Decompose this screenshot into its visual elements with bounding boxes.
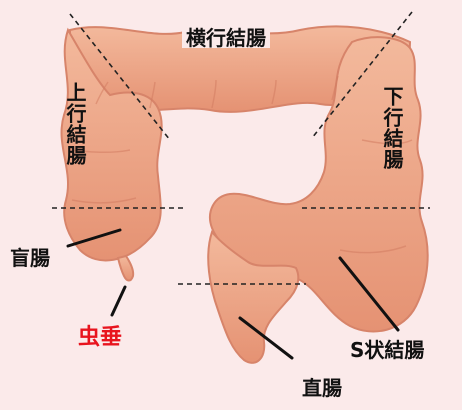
label-ascending-colon: 上行結腸 xyxy=(65,82,85,166)
label-sigmoid-colon: S状結腸 xyxy=(350,340,424,360)
label-cecum: 盲腸 xyxy=(10,248,50,268)
label-descending-colon: 下行結腸 xyxy=(382,86,402,170)
large-intestine xyxy=(62,26,428,362)
appendix-shape xyxy=(118,256,133,281)
label-appendix: 虫垂 xyxy=(78,327,122,349)
label-transverse-colon: 横行結腸 xyxy=(182,28,270,48)
leader-appendix xyxy=(112,287,125,315)
label-rectum: 直腸 xyxy=(302,378,342,398)
